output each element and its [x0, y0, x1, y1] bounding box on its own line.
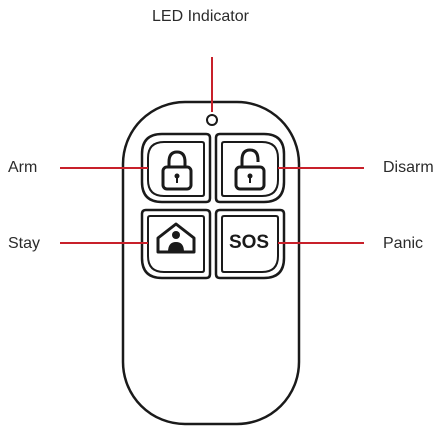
sos-button-label: SOS: [229, 232, 269, 253]
led-indicator-label: LED Indicator: [152, 8, 249, 25]
panic-label: Panic: [383, 235, 424, 252]
locked-padlock-icon: [161, 150, 193, 191]
disarm-label: Disarm: [383, 159, 434, 176]
house-person-icon: [156, 222, 196, 254]
led-indicator: [206, 114, 218, 126]
panic-button[interactable]: [214, 208, 286, 280]
arm-label: Arm: [8, 159, 38, 176]
unlocked-padlock-icon: [234, 148, 266, 191]
stay-label: Stay: [8, 235, 41, 252]
